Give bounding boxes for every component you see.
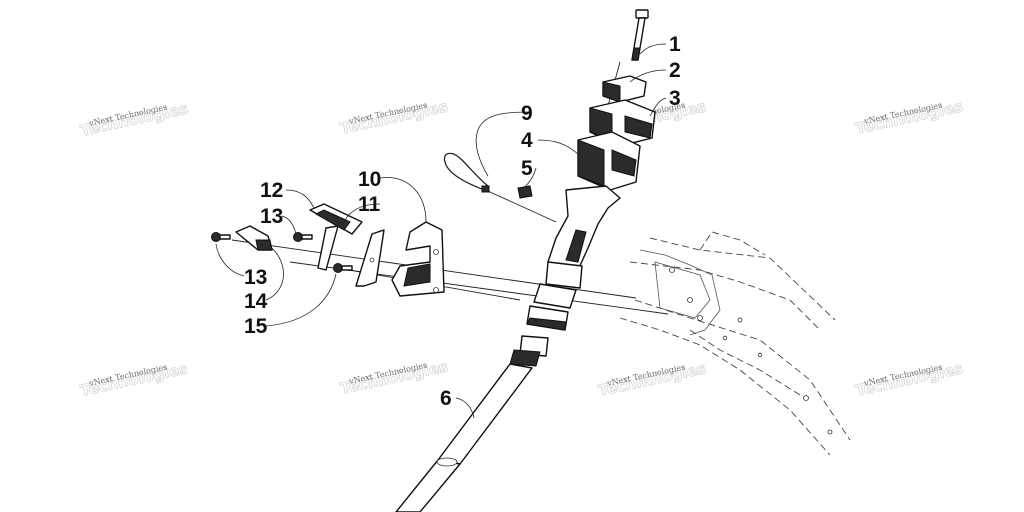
- callout-3: 3: [669, 87, 681, 110]
- part-nut: [517, 185, 533, 199]
- chassis-frame: [619, 231, 851, 456]
- leader-lines: [215, 43, 667, 419]
- part-upper-clamp: [602, 75, 647, 103]
- frame-hole: [697, 315, 703, 321]
- screw: [293, 232, 303, 242]
- frame-hole: [827, 429, 833, 435]
- watermark-5: Technologies vNext Technologies: [78, 359, 190, 400]
- frame-hole: [669, 267, 675, 273]
- callout-11: 11: [358, 193, 381, 216]
- watermark-2: Technologies vNext Technologies: [338, 97, 450, 138]
- frame-hole: [757, 352, 763, 358]
- part-screws: [211, 232, 353, 273]
- frame-hole: [803, 395, 809, 401]
- callout-13-lower: 13: [244, 266, 267, 289]
- screw: [211, 232, 221, 242]
- callout-4: 4: [521, 129, 533, 152]
- part-lower-block: [577, 131, 641, 191]
- part-cable: [443, 152, 491, 193]
- frame-hole: [687, 297, 693, 303]
- part-clip: [235, 225, 273, 251]
- callout-14: 14: [244, 290, 268, 313]
- frame-hole: [737, 317, 743, 323]
- part-bolt: [631, 9, 649, 61]
- part-bracket-plate: [355, 229, 385, 287]
- screw: [333, 263, 343, 273]
- watermark-4: Technologies vNext Technologies: [853, 97, 965, 138]
- callout-13-upper: 13: [260, 205, 283, 228]
- callout-5: 5: [521, 157, 533, 180]
- callout-1: 1: [669, 33, 681, 56]
- callout-2: 2: [669, 59, 681, 82]
- callout-9: 9: [521, 102, 533, 125]
- callout-15: 15: [244, 315, 268, 338]
- watermark-7: Technologies vNext Technologies: [596, 359, 708, 400]
- part-upper-bracket: [309, 203, 363, 271]
- part-guard-cover: [391, 221, 445, 297]
- callout-12: 12: [260, 179, 283, 202]
- watermark-1: Technologies vNext Technologies: [78, 99, 190, 140]
- part-steering-shaft: [395, 363, 533, 512]
- part-universal-joint: [509, 335, 549, 367]
- callout-10: 10: [358, 168, 381, 191]
- frame-hole: [722, 335, 728, 341]
- watermark-8: Technologies vNext Technologies: [853, 359, 965, 400]
- part-column-housing: [526, 185, 621, 331]
- callout-6: 6: [440, 387, 452, 410]
- watermark-6: Technologies vNext Technologies: [338, 357, 450, 398]
